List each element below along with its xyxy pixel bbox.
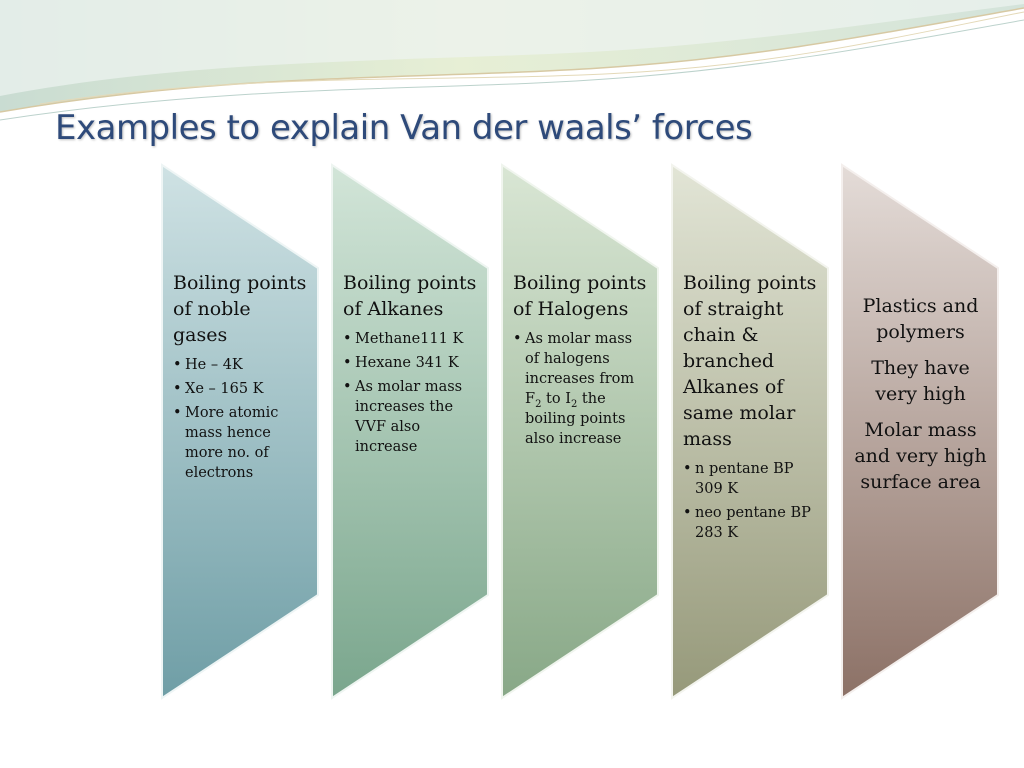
bullet-item: As molar mass increases the VVF also inc… bbox=[343, 377, 478, 457]
bullet-item: Hexane 341 K bbox=[343, 353, 478, 373]
bullet-item: neo pentane BP 283 K bbox=[683, 503, 818, 543]
chevron-content: Boiling points of straight chain & branc… bbox=[683, 270, 818, 547]
chevron-plastics-polymers: Plastics and polymers They have very hig… bbox=[840, 163, 1000, 700]
chevron-content: Boiling points of Halogens As molar mass… bbox=[513, 270, 648, 453]
bullet-item: n pentane BP 309 K bbox=[683, 459, 818, 499]
chevron-shape bbox=[841, 163, 999, 700]
chevron-paragraph: Molar mass and very high surface area bbox=[854, 419, 987, 493]
bullet-list: n pentane BP 309 K neo pentane BP 283 K bbox=[683, 459, 818, 543]
chevron-heading: Boiling points of noble gases bbox=[173, 272, 307, 346]
bullet-text: As molar mass of halogens increases from… bbox=[525, 331, 635, 407]
bullet-list: As molar mass of halogens increases from… bbox=[513, 329, 648, 449]
chevron-heading: Boiling points of Halogens bbox=[513, 272, 647, 320]
chevron-heading: Boiling points of straight chain & branc… bbox=[683, 272, 817, 450]
chevron-halogens: Boiling points of Halogens As molar mass… bbox=[500, 163, 660, 700]
bullet-item: Xe – 165 K bbox=[173, 379, 308, 399]
bullet-item: Methane111 K bbox=[343, 329, 478, 349]
chevron-paragraph: They have very high bbox=[871, 357, 970, 405]
chevron-paragraph: Plastics and polymers bbox=[862, 295, 979, 343]
subscript: 2 bbox=[570, 398, 578, 410]
chevron-content: Boiling points of noble gases He – 4K Xe… bbox=[173, 270, 308, 487]
chevron-content: Boiling points of Alkanes Methane111 K H… bbox=[343, 270, 478, 461]
chevron-alkanes: Boiling points of Alkanes Methane111 K H… bbox=[330, 163, 490, 700]
header-swoosh-decoration bbox=[0, 0, 1024, 121]
chevron-straight-branched-alkanes: Boiling points of straight chain & branc… bbox=[670, 163, 830, 700]
subscript: 2 bbox=[535, 398, 542, 410]
bullet-list: He – 4K Xe – 165 K More atomic mass henc… bbox=[173, 355, 308, 483]
bullet-text: to I bbox=[541, 391, 571, 407]
bullet-list: Methane111 K Hexane 341 K As molar mass … bbox=[343, 329, 478, 457]
bullet-item: As molar mass of halogens increases from… bbox=[513, 329, 648, 449]
slide-title: Examples to explain Van der waals’ force… bbox=[55, 108, 753, 148]
chevron-content: Plastics and polymers They have very hig… bbox=[853, 293, 988, 505]
bullet-text: the boiling points also increase bbox=[525, 391, 626, 447]
bullet-item: More atomic mass hence more no. of elect… bbox=[173, 403, 308, 483]
chevron-shape bbox=[671, 163, 829, 700]
bullet-item: He – 4K bbox=[173, 355, 308, 375]
chevron-heading: Boiling points of Alkanes bbox=[343, 272, 477, 320]
chevron-noble-gases: Boiling points of noble gases He – 4K Xe… bbox=[160, 163, 320, 700]
